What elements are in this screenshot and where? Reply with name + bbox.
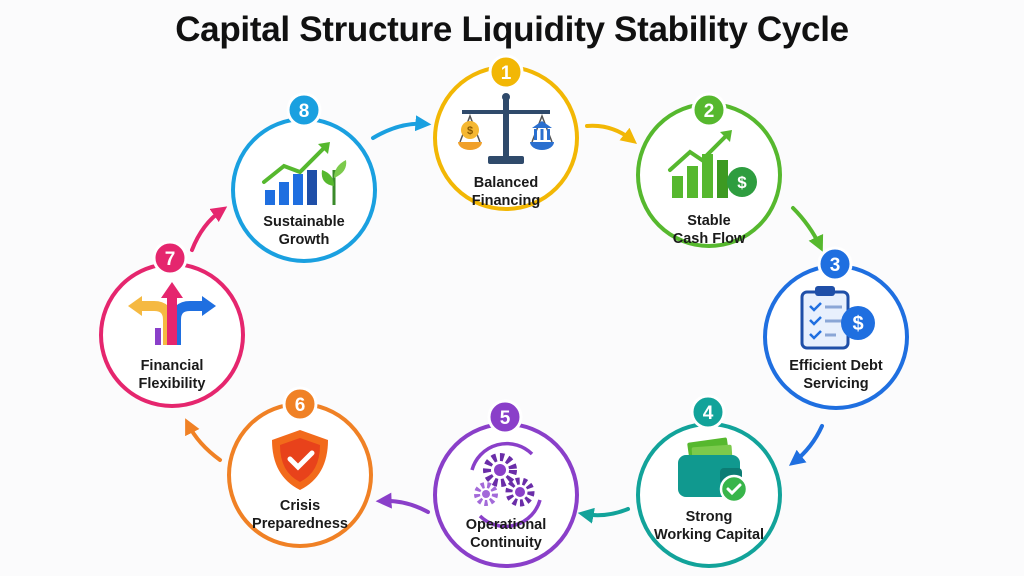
step-number-8: 8: [299, 101, 310, 122]
step-6-label-line-2: Preparedness: [252, 516, 348, 532]
step-7-label: Financial Flexibility: [97, 357, 247, 393]
step-7-label-line-1: Financial: [140, 358, 204, 374]
step-4-node: [636, 422, 782, 568]
svg-text:$: $: [467, 125, 473, 137]
step-8-label: Sustainable Growth: [229, 213, 379, 249]
step-number-4: 4: [703, 403, 714, 424]
step-7-node: [99, 262, 245, 408]
arrow-8-to-1: [371, 115, 432, 140]
step-3-label-line-2: Servicing: [803, 376, 869, 392]
step-number-1: 1: [501, 63, 512, 84]
step-badge-5: 5: [487, 399, 523, 435]
step-8-label-line-1: Sustainable: [263, 214, 345, 230]
step-number-5: 5: [500, 408, 511, 429]
clipboard-dollar-icon: $: [800, 286, 875, 350]
step-3-label-line-1: Efficient Debt: [789, 358, 883, 374]
step-badge-3: 3: [817, 246, 853, 282]
step-5-label-line-1: Operational: [465, 517, 547, 533]
step-badge-7: 7: [152, 240, 188, 276]
step-badge-2: 2: [691, 92, 727, 128]
step-4-label-line-1: Strong: [685, 509, 733, 525]
step-badge-1: 1: [488, 54, 524, 90]
step-badge-6: 6: [282, 386, 318, 422]
step-number-2: 2: [704, 101, 715, 122]
step-3-node: $: [763, 264, 909, 410]
arrow-7-to-8: [190, 206, 228, 252]
step-5-label: Operational Continuity: [431, 516, 581, 552]
step-4-label-line-2: Working Capital: [653, 527, 765, 543]
step-number-3: 3: [830, 255, 841, 276]
step-5-label-line-2: Continuity: [470, 535, 542, 551]
step-badge-8: 8: [286, 92, 322, 128]
branching-arrows-icon: [128, 282, 216, 345]
step-2-label-line-1: Stable: [687, 213, 731, 229]
wallet-check-icon: [678, 437, 749, 504]
step-2-node: $: [636, 102, 782, 248]
step-number-7: 7: [165, 249, 176, 270]
step-badge-4: 4: [690, 394, 726, 430]
step-6-label: Crisis Preparedness: [225, 497, 375, 533]
step-2-label-line-2: Cash Flow: [672, 231, 746, 247]
step-2-label: Stable Cash Flow: [634, 212, 784, 248]
svg-text:$: $: [852, 313, 863, 335]
arrow-1-to-2: [585, 123, 637, 144]
gears-cycle-icon: [470, 441, 542, 529]
arrow-4-to-5: [577, 507, 630, 524]
step-1-label-line-2: Financing: [471, 193, 541, 209]
step-1-label-line-1: Balanced: [473, 175, 539, 191]
arrow-2-to-3: [791, 206, 824, 252]
step-3-label: Efficient Debt Servicing: [761, 357, 911, 393]
growth-bars-plant-icon: [262, 142, 347, 205]
step-7-label-line-2: Flexibility: [138, 376, 206, 392]
step-6-label-line-1: Crisis: [279, 498, 321, 514]
arrow-5-to-6: [375, 492, 430, 514]
page-title: Capital Structure Liquidity Stability Cy…: [175, 10, 849, 49]
step-4-label: Strong Working Capital: [634, 508, 784, 544]
arrow-6-to-7: [185, 418, 222, 462]
step-number-6: 6: [295, 395, 306, 416]
shield-check-icon: [272, 430, 328, 490]
step-6-node: [227, 402, 373, 548]
svg-text:$: $: [737, 173, 747, 192]
arrow-3-to-4: [788, 424, 824, 466]
scales-icon: $: [458, 93, 554, 164]
step-8-label-line-2: Growth: [278, 232, 330, 248]
step-1-label: Balanced Financing: [431, 174, 581, 210]
growth-chart-dollar-icon: $: [668, 130, 757, 198]
